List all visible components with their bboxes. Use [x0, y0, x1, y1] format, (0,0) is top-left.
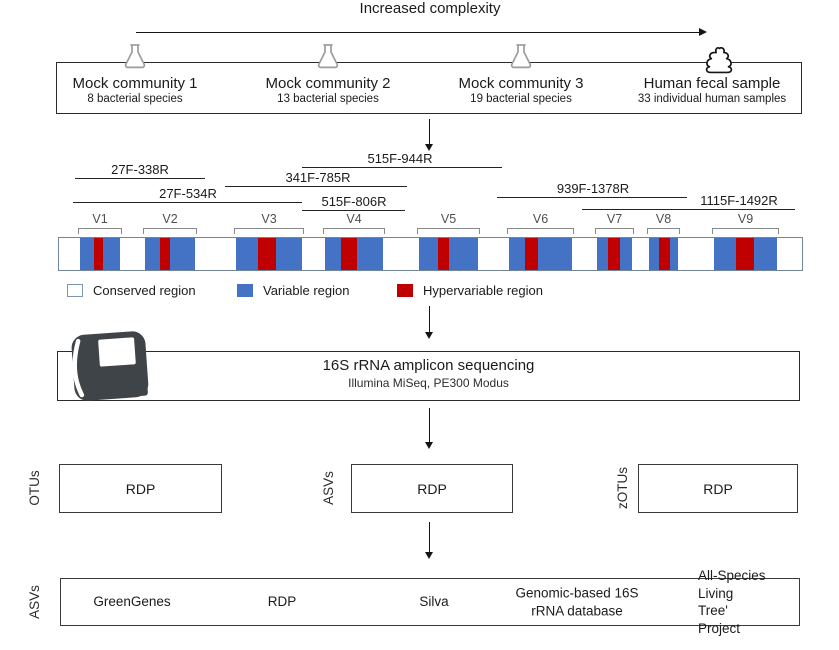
clustering-side-label: ASVs [321, 471, 336, 505]
clustering-box: RDP [59, 464, 222, 513]
primer-line [497, 197, 687, 198]
v-region-label: V6 [532, 212, 549, 226]
primer-label: 1115F-1492R [700, 193, 778, 208]
legend-swatch [237, 284, 253, 297]
sample-name: Mock community 3 [458, 75, 584, 92]
gene-bar [58, 237, 803, 271]
primer-label: 27F-338R [111, 162, 169, 177]
primer-label: 341F-785R [285, 170, 351, 185]
hypervariable-region-segment [658, 238, 670, 270]
v-region-bracket [417, 228, 480, 234]
flow-arrow-1-line [429, 119, 430, 144]
increased-complexity-label: Increased complexity [359, 0, 501, 17]
v-region-bracket [647, 228, 680, 234]
database-items: GreenGenes RDP Silva Genomic-based 16S rRNA… [60, 568, 800, 636]
v-region-bracket [78, 228, 122, 234]
clustering-side-label: zOTUs [615, 467, 630, 509]
flask-icon [315, 43, 341, 69]
v-region-label: V3 [261, 212, 277, 226]
legend-label: Conserved region [93, 283, 196, 298]
v-region-bracket [234, 228, 304, 234]
sample-name: Mock community 2 [265, 75, 391, 92]
primer-label: 515F-806R [321, 194, 387, 209]
variable-region-segment [508, 238, 572, 270]
complexity-arrow-head [699, 28, 707, 37]
hypervariable-region-segment [607, 238, 620, 270]
v-region-label: V2 [162, 212, 178, 226]
variable-region-segment [144, 238, 195, 270]
sequencing-box [57, 351, 800, 401]
primer-label: 939F-1378R [556, 181, 630, 196]
database-item: Silva [419, 594, 449, 610]
v-region-label: V1 [92, 212, 108, 226]
legend-label: Variable region [263, 283, 350, 298]
sequencing-subtitle: Illumina MiSeq, PE300 Modus [348, 376, 509, 390]
flask-icon [508, 43, 534, 69]
clustering-box: RDP [638, 464, 798, 513]
hypervariable-region-segment [159, 238, 170, 270]
database-side-label: ASVs [27, 585, 42, 619]
hypervariable-region-segment [524, 238, 538, 270]
hypervariable-region-segment [93, 238, 103, 270]
clustering-side-label: OTUs [27, 470, 42, 506]
v-region-bracket [595, 228, 634, 234]
database-item: Genomic-based 16S rRNA database [515, 585, 639, 618]
database-item: RDP [267, 594, 297, 610]
flow-arrow-3-line [429, 408, 430, 442]
v-region-bracket [143, 228, 197, 234]
flow-arrow-2-line [429, 306, 430, 332]
v-region-label: V8 [655, 212, 672, 226]
database-item: All-Species Living Tree' Project [698, 567, 766, 636]
hypervariable-region-segment [257, 238, 276, 270]
sample-detail: 8 bacterial species [87, 93, 183, 105]
primer-label: 515F-944R [367, 151, 433, 166]
v-region-label: V9 [737, 212, 754, 226]
flow-arrow-4-line [429, 522, 430, 552]
v-region-label: V7 [606, 212, 623, 226]
hypervariable-region-segment [735, 238, 754, 270]
legend-label: Hypervariable region [423, 283, 543, 298]
sequencer-icon [64, 327, 156, 405]
primer-line [582, 209, 795, 210]
flow-arrow-2-head [425, 332, 434, 339]
v-region-bracket [323, 228, 385, 234]
clustering-box: RDP [351, 464, 513, 513]
sample-detail: 19 bacterial species [470, 93, 572, 105]
sample-detail: 13 bacterial species [277, 93, 379, 105]
primer-label: 27F-534R [159, 186, 217, 201]
primer-line [302, 210, 405, 211]
sample-box [56, 62, 802, 114]
primer-line [75, 178, 205, 179]
primer-line [73, 202, 302, 203]
sample-name: Human fecal sample [643, 75, 781, 92]
complexity-arrow-line [136, 32, 699, 33]
database-box [60, 578, 800, 626]
flow-arrow-3-head [425, 442, 434, 449]
v-region-label: V4 [346, 212, 362, 226]
hypervariable-region-segment [340, 238, 357, 270]
flask-icon [122, 43, 148, 69]
hypervariable-region-segment [437, 238, 449, 270]
v-region-bracket [712, 228, 779, 234]
legend-swatch [67, 284, 83, 297]
legend-swatch [397, 284, 413, 297]
flow-arrow-1-head [425, 144, 434, 151]
database-item: GreenGenes [93, 594, 171, 610]
feces-icon [703, 46, 735, 74]
primer-line [225, 186, 407, 187]
sequencing-title: 16S rRNA amplicon sequencing [322, 357, 535, 374]
v-region-bracket [507, 228, 574, 234]
sample-name: Mock community 1 [72, 75, 198, 92]
flow-arrow-4-head [425, 552, 434, 559]
primer-line [302, 167, 502, 168]
v-region-label: V5 [440, 212, 457, 226]
sample-detail: 33 individual human samples [637, 93, 787, 105]
